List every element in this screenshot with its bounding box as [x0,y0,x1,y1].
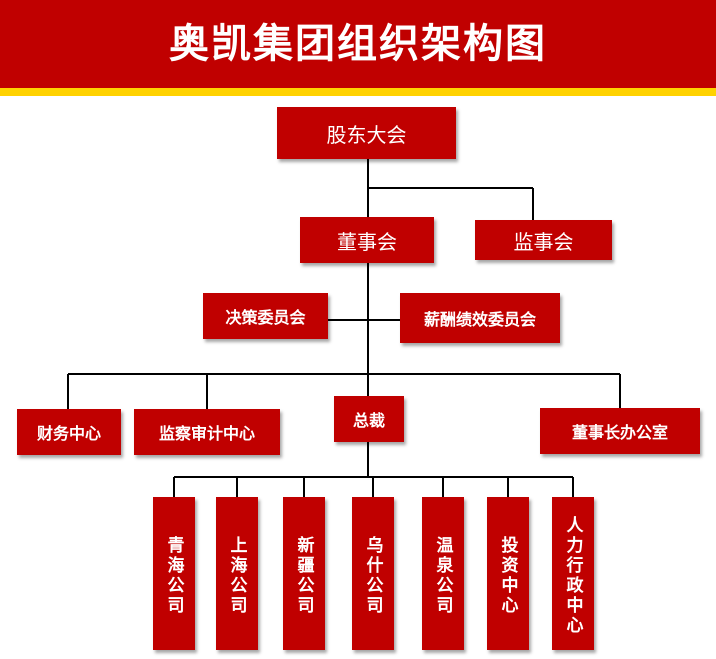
node-chairman-office: 董事长办公室 [540,408,700,454]
node-audit-center: 监察审计中心 [134,409,280,455]
node-shareholders-meeting: 股东大会 [277,107,456,159]
node-president: 总裁 [334,396,404,442]
header-stripe [0,88,716,96]
node-wushi-company: 乌什公司 [352,497,394,650]
node-board-of-directors: 董事会 [300,217,434,263]
node-xinjiang-company: 新疆公司 [283,497,325,650]
node-finance-center: 财务中心 [17,409,121,455]
node-investment-center: 投资中心 [487,497,529,650]
node-decision-committee: 决策委员会 [203,293,328,339]
header-bar [0,0,716,88]
node-qinghai-company: 青海公司 [153,497,195,650]
node-wenquan-company: 温泉公司 [422,497,464,650]
node-supervisory-board: 监事会 [475,220,612,260]
node-compensation-committee: 薪酬绩效委员会 [400,293,560,343]
node-hr-admin-center: 人力行政中心 [552,497,594,650]
node-shanghai-company: 上海公司 [216,497,258,650]
page-title: 奥凯集团组织架构图 [169,21,547,67]
